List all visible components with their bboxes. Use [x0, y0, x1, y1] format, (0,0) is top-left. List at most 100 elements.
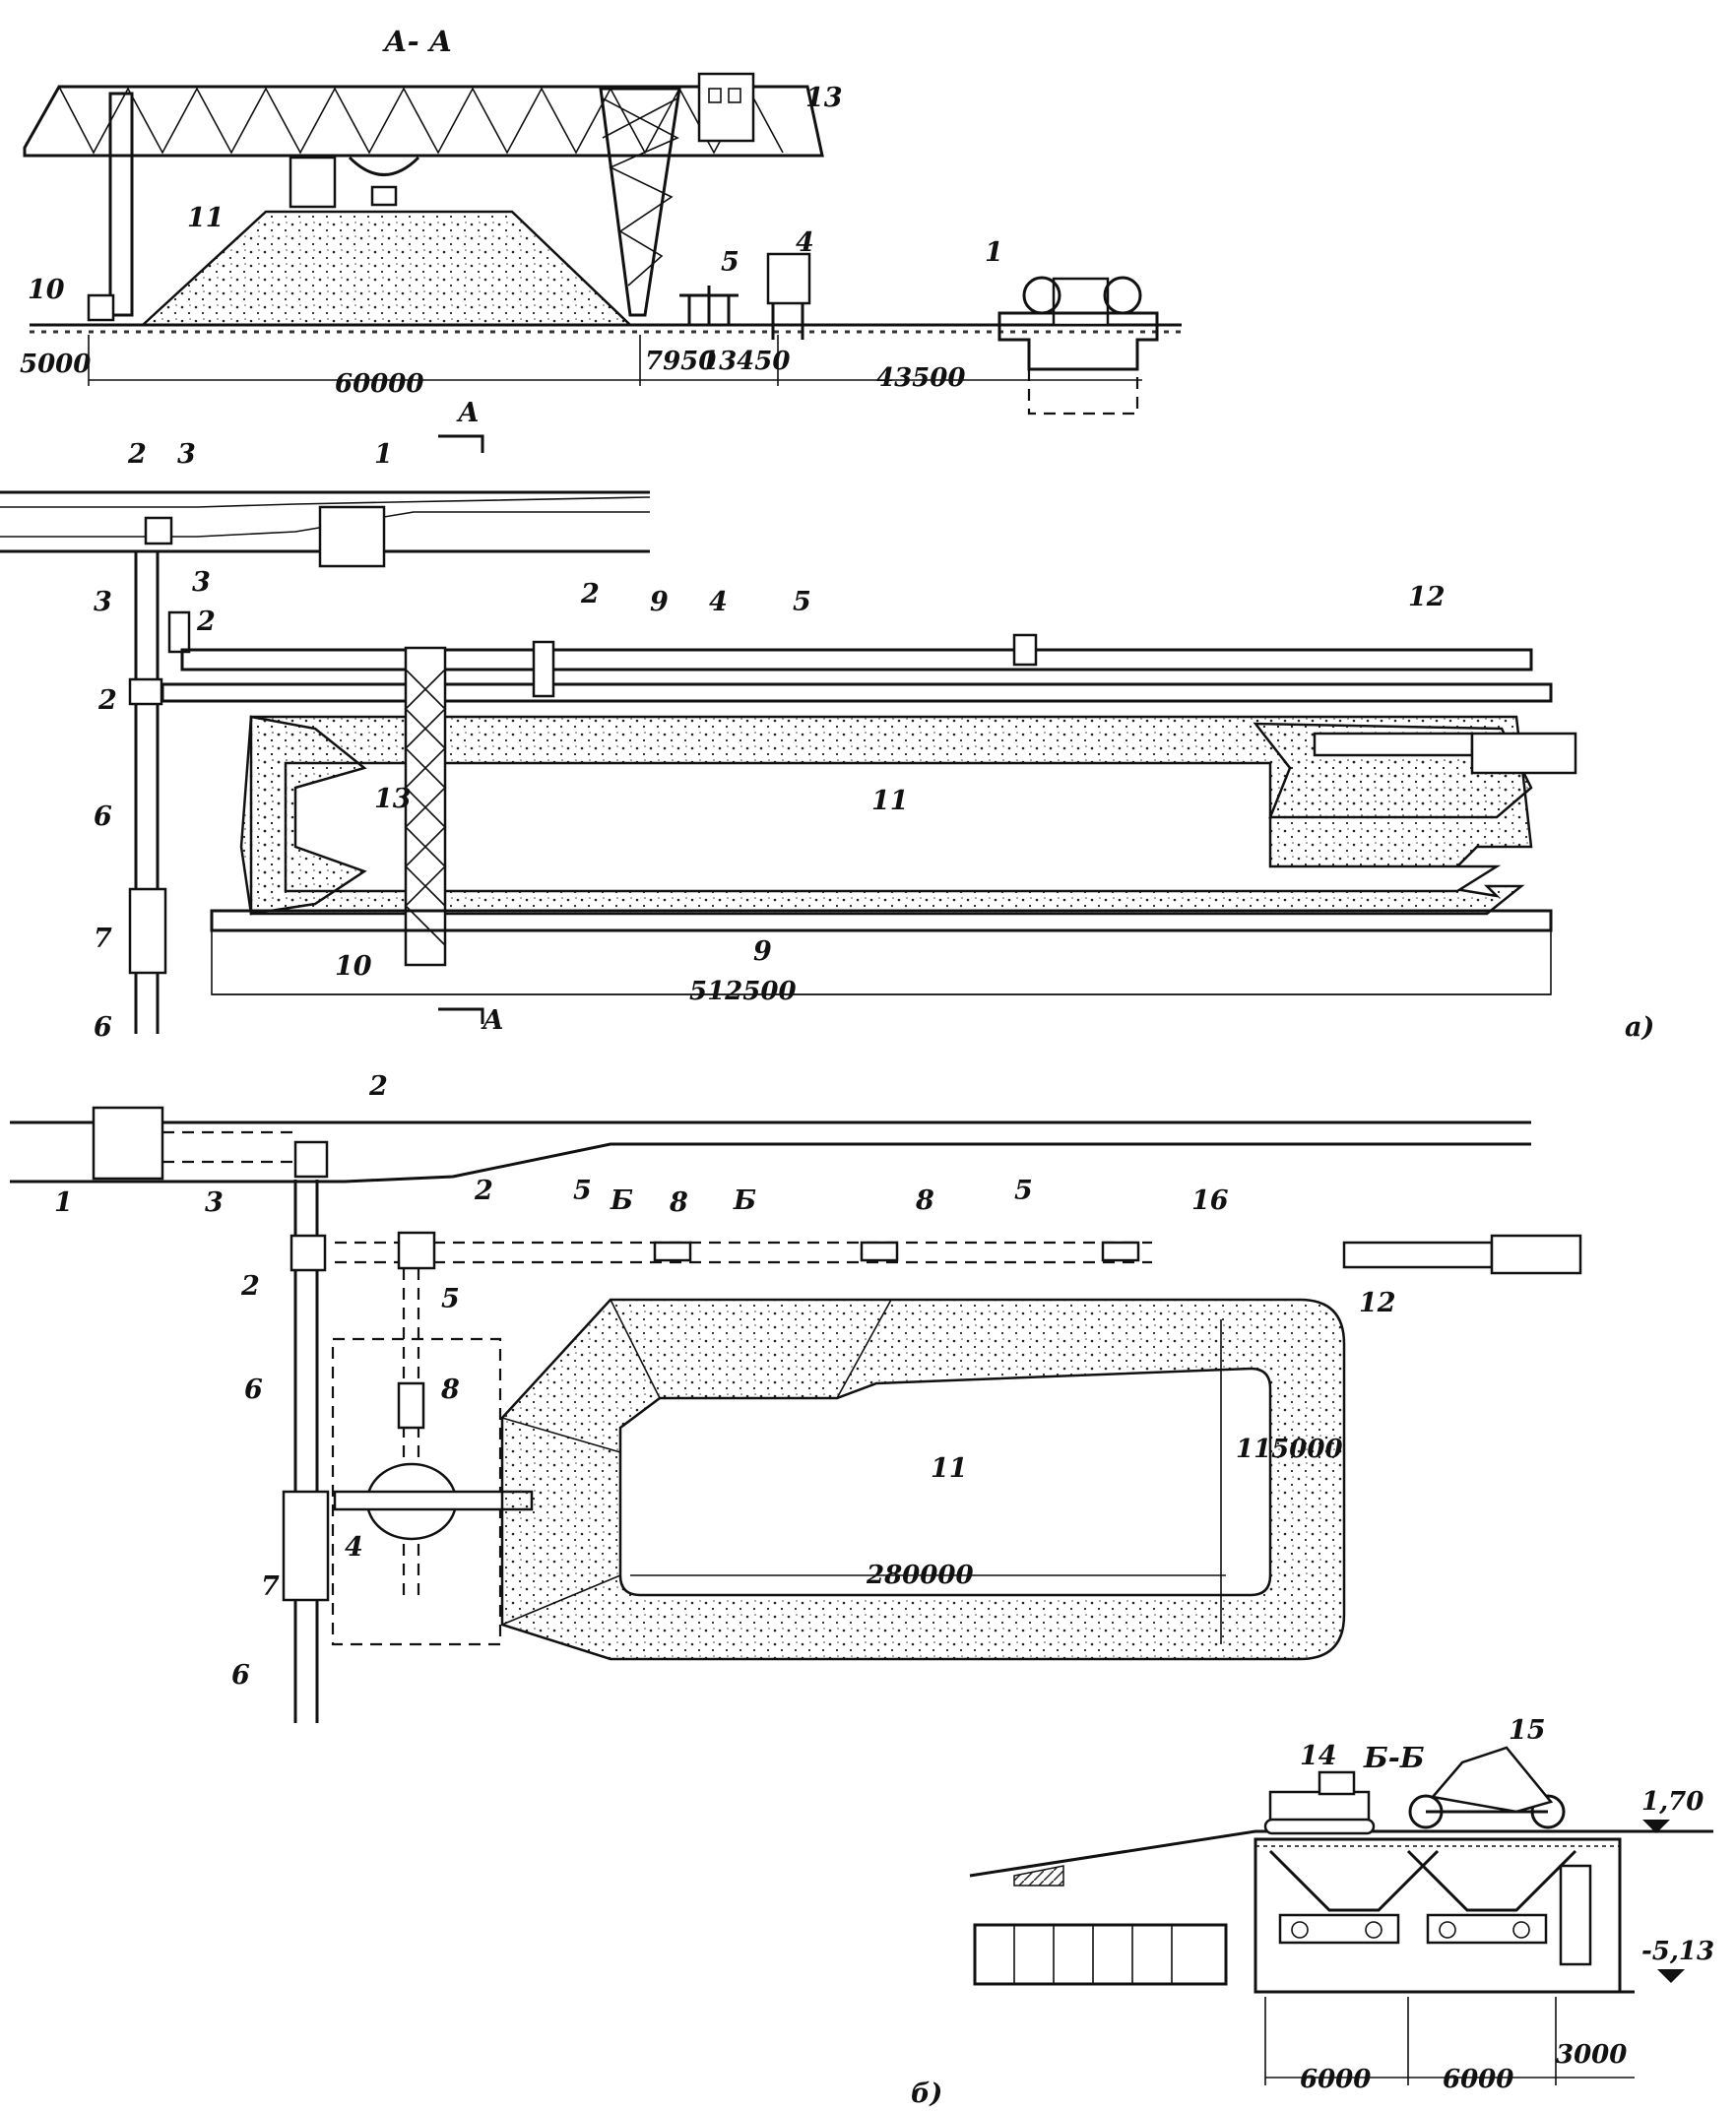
- crane-bridge-outline: [23, 85, 824, 158]
- car-dumper-1-plan: [92, 1106, 164, 1181]
- stockpile-slope-lines: [501, 1299, 892, 1626]
- section-bb-title: Б-Б: [1363, 1741, 1425, 1774]
- grab-bucket: [348, 156, 420, 176]
- dim-115000: 115000: [1236, 1435, 1343, 1464]
- hoppers: [1268, 1849, 1577, 1912]
- stacker-4-legs: [771, 303, 804, 340]
- section-mark-a-bottom: [438, 1007, 484, 1024]
- label-7: 7: [94, 924, 112, 954]
- crane-cabin: [697, 72, 755, 143]
- label-6: 6: [231, 1660, 250, 1691]
- feeder-box: [1278, 1913, 1400, 1945]
- label-4: 4: [796, 227, 814, 258]
- railway-branch: [0, 496, 651, 538]
- label-2: 2: [368, 1071, 388, 1102]
- stacker-4-plan: [1012, 633, 1038, 667]
- feeder-roller: [1291, 1921, 1309, 1939]
- gantry-crane-13: [23, 72, 824, 317]
- rail-10: [87, 293, 115, 322]
- crane-right-leg-bracing: [602, 97, 679, 287]
- label-3: 3: [94, 587, 112, 617]
- conveyor-12: [1342, 1241, 1494, 1269]
- dim-13450: 13450: [701, 347, 790, 376]
- ladder-shaft: [1559, 1864, 1592, 1966]
- crusher-7: [282, 1490, 330, 1602]
- label-12: 12: [1408, 582, 1446, 612]
- label-11: 11: [931, 1453, 968, 1484]
- transfer-point-2: [144, 516, 173, 545]
- label-10: 10: [28, 275, 65, 305]
- label-10: 10: [335, 951, 372, 982]
- car-dumper-1-plan: [318, 505, 386, 568]
- conveyor-9-top: [161, 682, 1553, 703]
- feeder-16: [1101, 1241, 1140, 1262]
- label-6: 6: [244, 1375, 263, 1405]
- label-14: 14: [1300, 1741, 1337, 1771]
- label-9: 9: [753, 936, 772, 967]
- transfer-point-2-mid: [167, 610, 191, 654]
- dim-280000: 280000: [866, 1561, 974, 1590]
- car-dumper-wheel: [1103, 276, 1142, 315]
- bulldozer-track: [1263, 1818, 1376, 1835]
- transfer-point-2-yard: [532, 640, 555, 698]
- label-12: 12: [1359, 1288, 1396, 1318]
- label-2: 2: [474, 1176, 493, 1206]
- section-aa-title: А- А: [382, 25, 452, 58]
- section-mark-a: А: [456, 398, 480, 428]
- conveyor-3: [162, 1130, 295, 1164]
- label-8: 8: [440, 1375, 460, 1405]
- feeder-box: [1426, 1913, 1548, 1945]
- car-dumper-1: [997, 276, 1159, 416]
- crane-left-leg: [108, 92, 134, 317]
- label-4: 4: [709, 587, 728, 617]
- section-bb: Б-Б: [969, 1715, 1714, 2094]
- ground-surface: [969, 1829, 1713, 1878]
- label-6: 6: [94, 1012, 112, 1043]
- dim-43500: 43500: [876, 363, 965, 393]
- feeder-8: [860, 1241, 899, 1262]
- dim-3000: 3000: [1556, 2040, 1627, 2070]
- elevation-minus-5-13: -5,13: [1641, 1937, 1714, 1966]
- label-3: 3: [192, 567, 211, 598]
- transfer-point-2-right: [397, 1231, 436, 1270]
- label-3: 3: [205, 1187, 224, 1218]
- label-1: 1: [54, 1187, 73, 1218]
- dim-512500: 512500: [689, 977, 797, 1006]
- label-2: 2: [240, 1271, 260, 1302]
- dim-6000: 6000: [1443, 2065, 1513, 2094]
- label-11: 11: [187, 203, 225, 233]
- elevation-marker-top: [1642, 1820, 1670, 1833]
- conveyor-4: [180, 648, 1533, 672]
- railway-track: [10, 1120, 1531, 1183]
- label-1: 1: [985, 237, 1003, 268]
- cabin-window: [728, 88, 741, 103]
- elevation-marker-bottom: [1657, 1969, 1685, 1983]
- car-dumper-pit: [997, 311, 1159, 371]
- plan-a: 2 3 1 3 3 2 2 2 9 4 5 12 13 11 6 7 10 9 …: [0, 398, 1654, 1043]
- label-6: 6: [94, 801, 112, 832]
- feeder-roller: [1512, 1921, 1530, 1939]
- feeder-roller: [1439, 1921, 1456, 1939]
- bulldozer-cab: [1318, 1770, 1356, 1796]
- conveyor-12-head: [1470, 732, 1577, 775]
- dim-5000: 5000: [20, 350, 91, 379]
- dim-60000: 60000: [335, 369, 423, 399]
- ramp-hatch: [1013, 1865, 1064, 1887]
- conveyor-12: [1313, 732, 1474, 757]
- scraper-bowl: [1430, 1746, 1554, 1814]
- label-13: 13: [805, 83, 843, 113]
- tunnel-joints: [1013, 1925, 1173, 1984]
- caption-a: а): [1625, 1012, 1654, 1043]
- caption-b: б): [911, 2079, 942, 2109]
- conveyor-tunnel: [973, 1923, 1228, 1986]
- transfer-point-2-top: [293, 1140, 329, 1179]
- label-2: 2: [580, 579, 600, 609]
- conveyor-5: [335, 1241, 1152, 1264]
- section-mark-a: А: [481, 1005, 504, 1036]
- elevation-1-70: 1,70: [1641, 1787, 1704, 1817]
- label-5: 5: [793, 587, 811, 617]
- stockpile-inner-area: [618, 1367, 1272, 1597]
- label-2: 2: [196, 607, 216, 637]
- section-mark-b: Б: [610, 1185, 633, 1216]
